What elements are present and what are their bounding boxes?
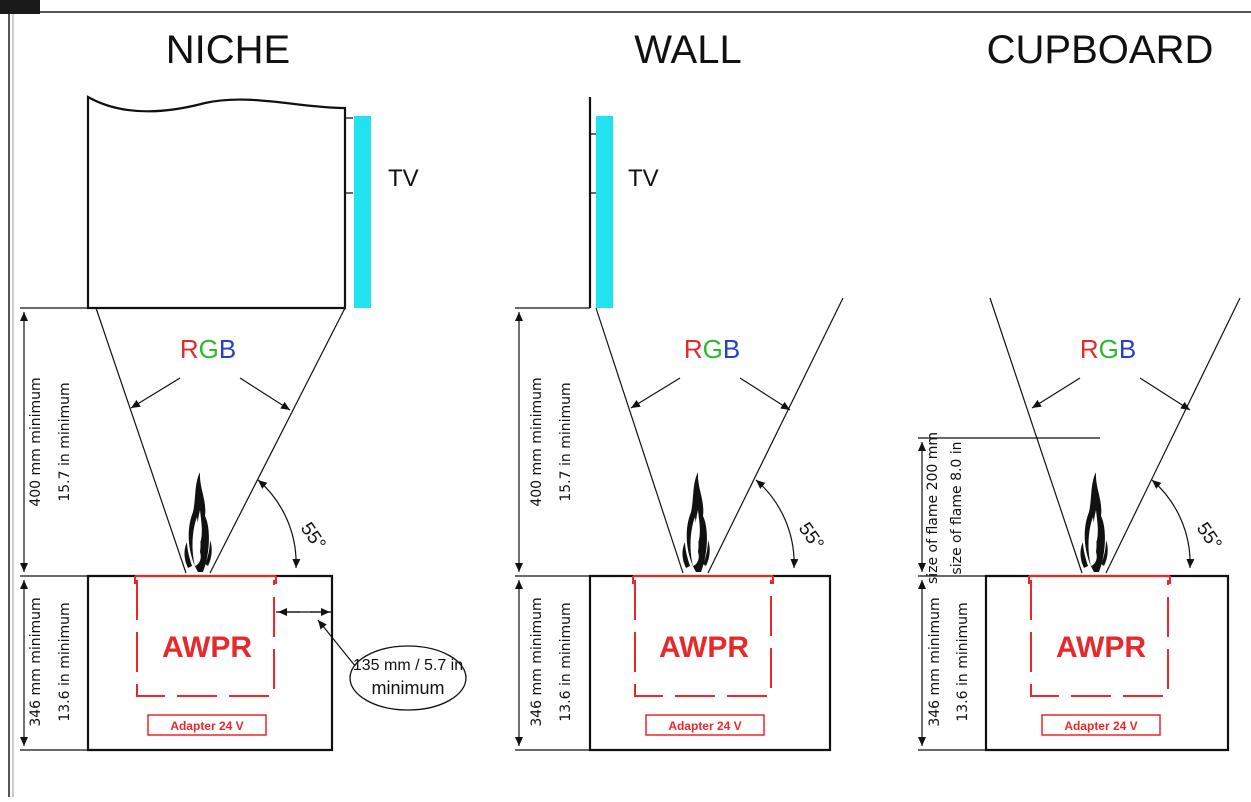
flame-size-mm: size of flame 200 mm	[925, 432, 941, 584]
rgb-label-wall: RGB	[684, 334, 740, 364]
rgb-label-cupboard: RGB	[1080, 334, 1136, 364]
awpr-label-cupboard: AWPR	[1056, 631, 1146, 664]
clearance-value: 135 mm / 5.7 in	[353, 657, 463, 674]
burner-outline-wall	[634, 580, 772, 697]
angle-arc-cupboard	[1151, 479, 1195, 569]
beam-right	[209, 307, 346, 574]
niche-cabinet	[86, 95, 347, 310]
angle-arc	[257, 479, 301, 569]
tv-bracket	[344, 117, 353, 194]
tv-label-wall: TV	[628, 165, 659, 192]
rgb-arrow-left-wall	[630, 377, 681, 409]
clearance-min: minimum	[371, 678, 444, 698]
niche-panel: NICHE TV RGB 55° AWPR Adapter 24 V 400 m…	[20, 28, 467, 752]
beam-left-wall	[595, 307, 684, 574]
burner-outline	[136, 580, 275, 697]
beam-right-cupboard	[1105, 297, 1241, 574]
adapter-label: Adapter 24 V	[170, 719, 243, 733]
beam-left	[95, 307, 187, 574]
tv-screen	[354, 116, 371, 308]
dim-height-in-wall: 15.7 in minimum	[558, 382, 574, 501]
rgb-arrow-left	[130, 377, 181, 409]
adapter-box-cupboard	[1041, 714, 1161, 736]
wall-panel: WALL TV RGB 55° AWPR Adapter 24 V 400 mm…	[515, 28, 844, 752]
dim-base-mm: 346 mm minimum	[28, 597, 44, 726]
tv-screen-wall	[596, 116, 613, 308]
flame-icon-cupboard	[1080, 472, 1108, 572]
beam-left-cupboard	[989, 297, 1083, 574]
title-cupboard: CUPBOARD	[987, 28, 1214, 72]
rgb-arrow-right	[239, 377, 291, 411]
flame-size-in: size of flame 8.0 in	[949, 441, 965, 574]
dim-base-mm-cupboard: 346 mm minimum	[927, 597, 943, 726]
awpr-label: AWPR	[162, 631, 252, 664]
rgb-arrow-right-wall	[739, 377, 791, 411]
flame-icon	[184, 472, 212, 572]
tv-label: TV	[388, 165, 419, 192]
dim-base-in-wall: 13.6 in minimum	[558, 602, 574, 721]
dim-base-in: 13.6 in minimum	[57, 602, 73, 721]
angle-label: 55°	[296, 519, 330, 555]
tv-bracket-wall	[590, 133, 596, 194]
angle-label-wall: 55°	[794, 519, 828, 555]
rgb-arrow-right-cupboard	[1139, 377, 1191, 411]
title-niche: NICHE	[166, 28, 290, 72]
clearance-leader	[317, 619, 361, 673]
adapter-box	[147, 714, 267, 736]
clearance-callout	[349, 645, 467, 711]
burner-top-cupboard	[1028, 575, 1171, 584]
burner-top	[134, 575, 277, 584]
burner-outline-cupboard	[1030, 580, 1169, 697]
adapter-box-wall	[645, 714, 765, 736]
adapter-label-wall: Adapter 24 V	[668, 719, 741, 733]
title-wall: WALL	[634, 28, 741, 72]
dim-height-mm-wall: 400 mm minimum	[529, 377, 545, 506]
flame-icon-wall	[682, 472, 710, 572]
dim-height-in: 15.7 in minimum	[57, 382, 73, 501]
dim-height-mm: 400 mm minimum	[28, 377, 44, 506]
corner-tab	[0, 0, 40, 14]
rgb-arrow-left-cupboard	[1031, 377, 1081, 409]
dim-base-mm-wall: 346 mm minimum	[529, 597, 545, 726]
angle-arc-wall	[755, 479, 799, 569]
burner-top-wall	[632, 575, 774, 584]
awpr-label-wall: AWPR	[659, 631, 749, 664]
cupboard-panel: CUPBOARD RGB size of flame 200 mm size o…	[918, 28, 1241, 752]
rgb-label: RGB	[180, 334, 236, 364]
angle-label-cupboard: 55°	[1192, 519, 1226, 555]
dim-base-in-cupboard: 13.6 in minimum	[955, 602, 971, 721]
adapter-label-cupboard: Adapter 24 V	[1064, 719, 1137, 733]
beam-right-wall	[707, 297, 844, 574]
